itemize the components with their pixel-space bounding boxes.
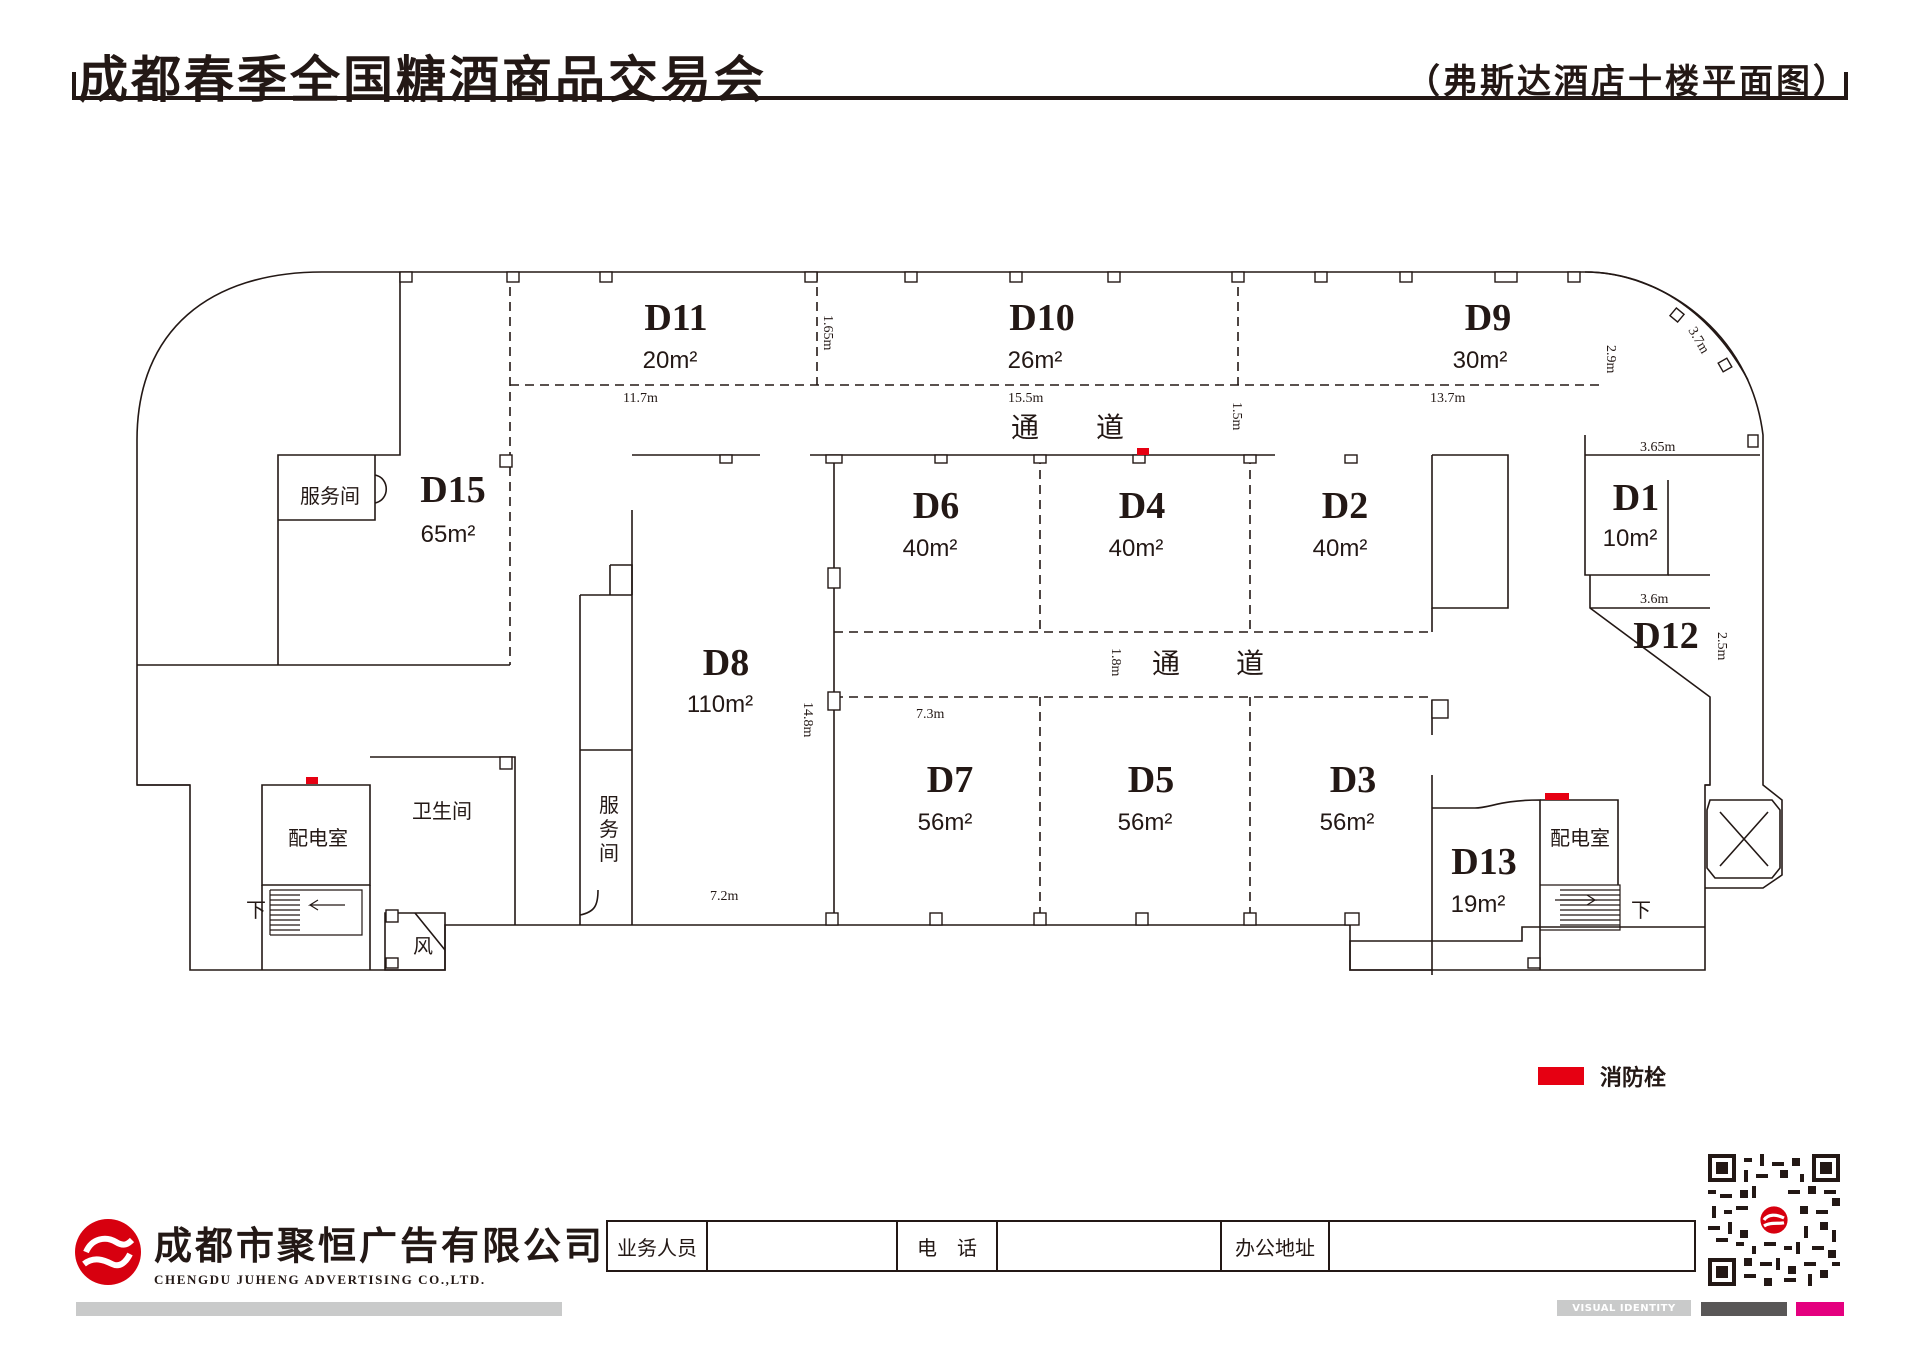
address-field[interactable]	[1330, 1222, 1694, 1270]
legend: 消防栓	[1538, 1060, 1666, 1092]
contact-table: 业务人员 电 话 办公地址	[606, 1220, 1696, 1272]
dim-3-6m: 3.6m	[1640, 592, 1669, 607]
company-name-cn: 成都市聚恒广告有限公司	[154, 1224, 606, 1268]
booth-area-d8: 110m²	[687, 691, 753, 718]
dim-11-7m: 11.7m	[623, 391, 658, 406]
room-toilet: 卫生间	[412, 799, 472, 823]
staff-label: 业务人员	[608, 1222, 708, 1270]
booth-area-d15: 65m²	[421, 521, 476, 548]
booth-id-d10: D10	[1009, 297, 1074, 339]
booth-area-d3: 56m²	[1320, 809, 1375, 836]
booth-area-d7: 56m²	[918, 809, 973, 836]
booth-id-d15: D15	[420, 469, 485, 511]
title-rule	[72, 96, 1848, 100]
company-logo: 成都市聚恒广告有限公司 CHENGDU JUHENG ADVERTISING C…	[72, 1215, 605, 1288]
room-service-left: 服务间	[300, 484, 360, 508]
booth-id-d3: D3	[1330, 759, 1376, 801]
elevator-box	[1706, 799, 1781, 879]
booth-id-d8: D8	[703, 642, 749, 684]
phone-label: 电 话	[898, 1222, 998, 1270]
hydrant-right	[1545, 793, 1569, 800]
dim-2-5m: 2.5m	[1714, 632, 1729, 661]
booth-id-d6: D6	[913, 485, 959, 527]
page-subtitle: （弗斯达酒店十楼平面图）	[1406, 62, 1850, 102]
booth-id-d12: D12	[1633, 615, 1698, 657]
booth-id-d7: D7	[927, 759, 973, 801]
room-service-mid-2: 务	[599, 817, 619, 841]
dim-3-7m: 3.7m	[1685, 325, 1712, 357]
booth-area-d9: 30m²	[1453, 347, 1508, 374]
booth-area-d13: 19m²	[1451, 891, 1506, 918]
dim-1-8m: 1.8m	[1108, 648, 1123, 677]
aisle-top-char-2: 道	[1096, 411, 1124, 444]
booth-area-d11: 20m²	[643, 347, 698, 374]
booth-id-d2: D2	[1322, 485, 1368, 527]
hydrant-legend-label: 消防栓	[1600, 1066, 1667, 1091]
stair-down-left: 下	[246, 898, 266, 922]
booth-id-d9: D9	[1465, 297, 1511, 339]
outer-wall	[136, 271, 1783, 971]
room-power-right: 配电室	[1550, 826, 1610, 850]
aisle-mid-char-2: 道	[1236, 647, 1264, 680]
title-rule-left-tick	[72, 72, 76, 100]
company-logo-icon	[75, 1218, 141, 1285]
hydrant-legend-swatch	[1538, 1067, 1584, 1085]
room-service-mid-1: 服	[599, 793, 619, 817]
booth-area-d4: 40m²	[1109, 535, 1164, 562]
address-label: 办公地址	[1222, 1222, 1330, 1270]
dim-14-8m: 14.8m	[800, 702, 815, 738]
dim-1-5m: 1.5m	[1229, 402, 1244, 431]
dim-2-9m: 2.9m	[1603, 345, 1618, 374]
room-service-mid-3: 间	[599, 841, 619, 865]
left-staircase	[269, 889, 363, 936]
booth-id-d4: D4	[1119, 485, 1165, 527]
company-name-en: CHENGDU JUHENG ADVERTISING CO.,LTD.	[154, 1272, 486, 1287]
room-power-left: 配电室	[288, 826, 348, 850]
hydrant-left	[306, 777, 318, 784]
dim-3-65m: 3.65m	[1640, 440, 1676, 455]
booth-area-d1: 10m²	[1603, 525, 1658, 552]
right-staircase	[1540, 884, 1621, 931]
footer-bar-gray	[76, 1302, 562, 1316]
dim-1-65m: 1.65m	[820, 315, 835, 351]
footer-bar-magenta	[1796, 1302, 1844, 1316]
booth-area-d2: 40m²	[1313, 535, 1368, 562]
footer-bar-dark	[1701, 1302, 1787, 1316]
booth-area-d10: 26m²	[1008, 347, 1063, 374]
aisle-top-char-1: 通	[1011, 411, 1039, 444]
visual-identity-label: VISUAL IDENTITY	[1557, 1300, 1691, 1316]
stair-down-right: 下	[1631, 898, 1651, 922]
qr-code	[1708, 1154, 1840, 1286]
dim-7-2m: 7.2m	[710, 889, 739, 904]
booth-id-d1: D1	[1613, 477, 1659, 519]
hydrant-top	[1137, 448, 1149, 455]
phone-field[interactable]	[998, 1222, 1222, 1270]
room-wind: 风	[413, 934, 433, 958]
title-rule-right-tick	[1844, 72, 1848, 100]
booth-id-d13: D13	[1451, 841, 1516, 883]
dim-13-7m: 13.7m	[1430, 391, 1466, 406]
booth-id-d11: D11	[644, 297, 707, 339]
dim-7-3m: 7.3m	[916, 707, 945, 722]
aisle-mid-char-1: 通	[1152, 647, 1180, 680]
structural-columns	[385, 271, 1759, 969]
staff-field[interactable]	[708, 1222, 898, 1270]
fire-hydrants	[306, 448, 1569, 800]
booth-area-d5: 56m²	[1118, 809, 1173, 836]
dim-15-5m: 15.5m	[1008, 391, 1044, 406]
booth-area-d6: 40m²	[903, 535, 958, 562]
booth-id-d5: D5	[1128, 759, 1174, 801]
